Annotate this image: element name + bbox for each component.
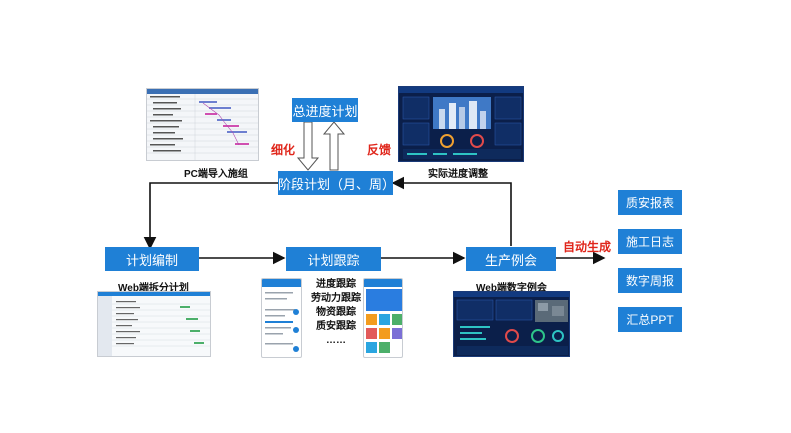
stage-plan-box: 阶段计划（月、周） [278, 171, 395, 195]
output-construction-log: 施工日志 [618, 229, 682, 254]
stage-to-compile-arrow [143, 182, 278, 250]
web-meeting-dashboard-screenshot [453, 291, 570, 357]
output-digital-weekly: 数字周报 [618, 268, 682, 293]
auto-generate-label: 自动生成 [563, 240, 612, 254]
output-safety-report: 质安报表 [618, 190, 682, 215]
plan-compile-box: 计划编制 [105, 247, 199, 271]
production-meeting-box: 生产例会 [466, 247, 556, 271]
tracking-item: 劳动力跟踪 [311, 293, 361, 304]
tracking-item: 进度跟踪 [316, 279, 356, 290]
refine-arrow [296, 121, 320, 171]
refine-label: 细化 [271, 143, 296, 157]
feedback-label: 反馈 [367, 143, 392, 157]
tracking-item: …… [326, 335, 346, 346]
tracking-items-list: 进度跟踪 劳动力跟踪 物资跟踪 质安跟踪 …… [305, 278, 367, 348]
actual-adjust-caption: 实际进度调整 [428, 169, 488, 180]
web-split-caption: Web端拆分计划 [118, 283, 189, 294]
meeting-to-stage-arrow [391, 176, 512, 246]
output-summary-ppt: 汇总PPT [618, 307, 682, 332]
plan-track-box: 计划跟踪 [286, 247, 381, 271]
tracking-item: 质安跟踪 [316, 321, 356, 332]
feedback-arrow [322, 121, 346, 171]
web-split-screenshot [97, 291, 211, 357]
mobile-tracking-form-screenshot [261, 278, 302, 358]
progress-dashboard-screenshot [398, 86, 524, 162]
mobile-app-grid-screenshot [363, 278, 403, 358]
tracking-item: 物资跟踪 [316, 307, 356, 318]
pc-import-caption: PC端导入施组 [184, 169, 248, 180]
master-plan-box: 总进度计划 [292, 98, 358, 122]
web-meeting-caption: Web端数字例会 [476, 283, 547, 294]
pc-gantt-screenshot [146, 88, 259, 161]
